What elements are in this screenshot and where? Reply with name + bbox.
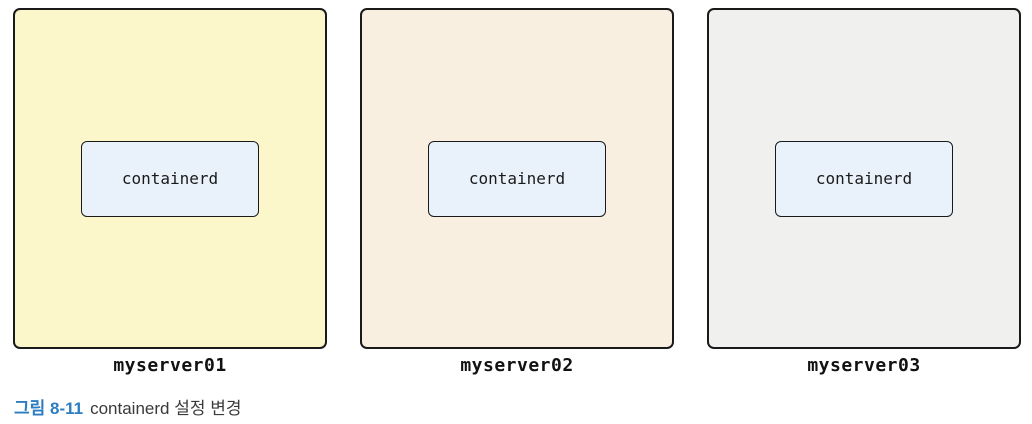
containerd-box: containerd [428,140,606,217]
containerd-label: containerd [815,169,913,188]
figure-caption-text: containerd 설정 변경 [90,399,242,418]
server-panels: containerd myserver01 containerd myserve… [13,8,1021,376]
containerd-label: containerd [121,169,219,188]
server-box-myserver02: containerd [360,8,674,349]
panel-myserver01: containerd myserver01 [13,8,327,376]
server-label-myserver03: myserver03 [807,355,921,376]
figure-caption: 그림 8-11 containerd 설정 변경 [14,394,242,419]
containerd-box: containerd [81,140,259,217]
server-label-myserver01: myserver01 [113,355,227,376]
figure-caption-number: 그림 8-11 [14,399,84,418]
server-box-myserver03: containerd [707,8,1021,349]
panel-myserver02: containerd myserver02 [360,8,674,376]
server-box-myserver01: containerd [13,8,327,349]
server-label-myserver02: myserver02 [460,355,574,376]
containerd-label: containerd [468,169,566,188]
containerd-box: containerd [775,140,953,217]
panel-myserver03: containerd myserver03 [707,8,1021,376]
